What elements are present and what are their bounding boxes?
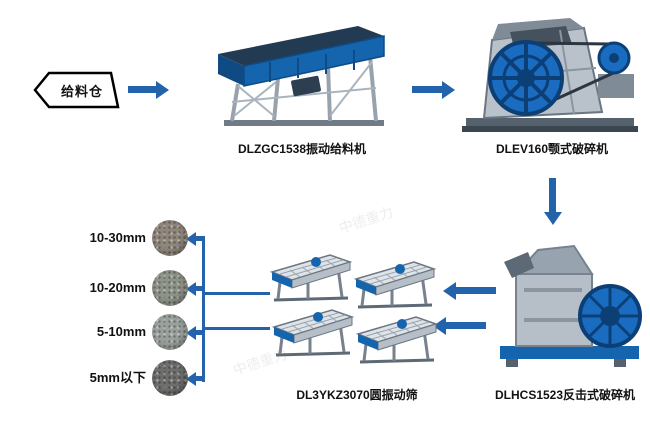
screen-to-connector-line-upper xyxy=(204,292,270,295)
arrow-bin-to-feeder xyxy=(128,80,169,99)
arrow-impact-to-screen-lower xyxy=(433,316,486,335)
product-pile-5-10mm xyxy=(152,314,188,350)
product-connector-line-vertical xyxy=(202,236,205,382)
vibrating-screen-unit-1 xyxy=(268,250,354,304)
product-pile-5mm-under xyxy=(152,360,188,396)
arrow-impact-to-screen-upper xyxy=(443,281,496,300)
vibrating-feeder-illustration xyxy=(208,18,396,138)
arrow-to-product-3 xyxy=(186,325,205,340)
product-pile-10-20mm xyxy=(152,270,188,306)
product-label-10-20mm: 10-20mm xyxy=(89,280,146,295)
product-label-5-10mm: 5-10mm xyxy=(96,324,146,339)
feeder-label: DLZGC1538振动给料机 xyxy=(237,142,367,156)
arrow-to-product-1 xyxy=(186,231,205,246)
vibrating-screen-unit-2 xyxy=(352,257,438,311)
jaw-crusher-illustration xyxy=(458,14,642,136)
vibrating-screen-unit-4 xyxy=(354,312,440,366)
vibrating-screen-unit-3 xyxy=(270,305,356,359)
screen-label: DL3YKZ3070圆振动筛 xyxy=(296,388,418,402)
impact-crusher-illustration xyxy=(496,228,643,374)
arrow-to-product-4 xyxy=(186,371,205,386)
arrow-feeder-to-jaw-crusher xyxy=(412,80,455,99)
feed-bin-label: 给料仓 xyxy=(60,83,103,99)
screen-to-connector-line-lower xyxy=(204,327,270,330)
feed-bin-shape xyxy=(33,71,120,109)
watermark: 中德重力 xyxy=(336,203,396,237)
arrow-jaw-to-impact-crusher xyxy=(543,178,562,225)
product-pile-10-30mm xyxy=(152,220,188,256)
impact-crusher-label: DLHCS1523反击式破碎机 xyxy=(494,388,636,402)
arrow-to-product-2 xyxy=(186,281,205,296)
product-label-5mm-under: 5mm以下 xyxy=(89,370,146,385)
product-label-10-30mm: 10-30mm xyxy=(89,230,146,245)
jaw-crusher-label: DLEV160颚式破碎机 xyxy=(495,142,609,156)
feed-bin-node: 给料仓 xyxy=(33,70,121,110)
